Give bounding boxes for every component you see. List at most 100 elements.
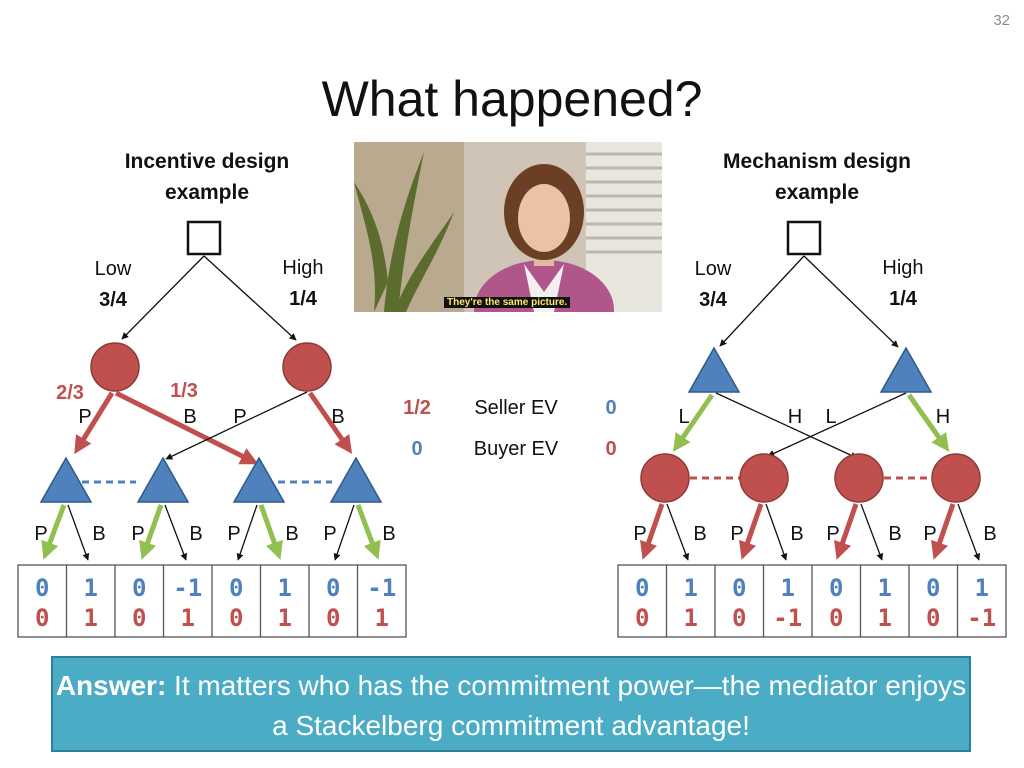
right-seller-node	[739, 453, 789, 503]
left-edge	[333, 504, 355, 561]
meme-photo: They're the same picture.	[354, 142, 662, 312]
answer-box: Answer: It matters who has the commitmen…	[51, 656, 971, 752]
right-mid-label: H	[788, 406, 802, 428]
left-buyer-node	[136, 456, 190, 503]
left-payoff-seller: 0	[35, 574, 49, 602]
right-low-label: Low	[695, 258, 732, 280]
right-buyer-node-high	[879, 346, 933, 393]
right-mid-label: L	[678, 406, 689, 428]
meme-photo-illustration	[354, 142, 662, 312]
right-mid-label: H	[936, 406, 950, 428]
left-payoff-buyer: 1	[375, 604, 389, 632]
right-payoff-buyer: -1	[967, 604, 996, 632]
right-payoff-buyer: 0	[926, 604, 940, 632]
buyer-ev-left: 0	[411, 438, 422, 460]
seller-ev-left: 1/2	[403, 397, 431, 419]
right-payoff-buyer: 1	[684, 604, 698, 632]
left-payoff-buyer: 1	[181, 604, 195, 632]
left-leaf-label: B	[382, 523, 395, 545]
right-payoff-seller: 0	[732, 574, 746, 602]
right-low-prob: 3/4	[699, 289, 728, 311]
right-payoff-buyer: 0	[732, 604, 746, 632]
left-root-node	[186, 220, 222, 256]
right-payoff-seller: 1	[878, 574, 892, 602]
right-leaf-label: B	[888, 523, 901, 545]
right-red-edge	[834, 503, 859, 560]
right-red-edge	[640, 503, 665, 560]
left-mid-label: P	[233, 406, 246, 428]
right-red-edge	[931, 503, 956, 560]
left-mid-label: B	[183, 406, 196, 428]
right-payoff-seller: 0	[829, 574, 843, 602]
left-payoff-seller: 0	[132, 574, 146, 602]
right-edge	[860, 503, 884, 561]
slide-number: 32	[993, 12, 1010, 29]
right-payoff-seller: 1	[781, 574, 795, 602]
right-leaf-label: P	[730, 523, 743, 545]
right-leaf-label: P	[923, 523, 936, 545]
right-seller-node	[834, 453, 884, 503]
buyer-ev-label: Buyer EV	[474, 438, 559, 460]
left-red-edge-p	[74, 391, 115, 455]
left-high-label: High	[282, 257, 323, 279]
right-edge-low-h	[715, 392, 858, 459]
left-leaf-label: B	[92, 523, 105, 545]
left-payoff-seller: 1	[84, 574, 98, 602]
left-leaf-label: P	[34, 523, 47, 545]
left-buyer-node	[39, 456, 93, 503]
right-root-node	[786, 220, 822, 256]
left-leaf-label: P	[323, 523, 336, 545]
left-leaf-label: P	[131, 523, 144, 545]
buyer-ev-right: 0	[605, 438, 616, 460]
left-payoff-buyer: 0	[326, 604, 340, 632]
right-edge	[765, 503, 788, 561]
right-edge-high-l	[767, 392, 907, 457]
left-green-edge	[355, 504, 381, 560]
photo-caption: They're the same picture.	[444, 297, 571, 308]
right-leaf-label: B	[693, 523, 706, 545]
left-edge-high	[203, 255, 297, 341]
left-payoff-buyer: 1	[278, 604, 292, 632]
right-payoff-buyer: -1	[773, 604, 802, 632]
right-seller-node	[931, 453, 981, 503]
left-chance-node-low	[90, 342, 140, 392]
left-leaf-label: B	[189, 523, 202, 545]
left-green-edge	[139, 504, 164, 560]
left-payoff-buyer: 0	[229, 604, 243, 632]
left-payoff-seller: -1	[173, 574, 202, 602]
right-green-edge-high	[906, 393, 950, 452]
seller-ev-label: Seller EV	[474, 397, 558, 419]
right-edge	[957, 503, 981, 561]
right-leaf-label: P	[633, 523, 646, 545]
left-mid-label: P	[78, 406, 91, 428]
left-payoff-buyer: 1	[84, 604, 98, 632]
left-buyer-node	[232, 456, 286, 503]
right-edge	[666, 503, 690, 561]
right-payoff-seller: 0	[926, 574, 940, 602]
left-low-label: Low	[95, 258, 132, 280]
left-mid-label: B	[331, 406, 344, 428]
right-leaf-label: B	[790, 523, 803, 545]
right-seller-node	[640, 453, 690, 503]
left-payoff-seller: -1	[367, 574, 396, 602]
left-payoff-seller: 0	[326, 574, 340, 602]
seller-ev-right: 0	[605, 397, 616, 419]
slide-title: What happened?	[321, 71, 703, 127]
right-payoff-seller: 1	[684, 574, 698, 602]
left-high-prob: 1/4	[289, 288, 318, 310]
right-high-label: High	[882, 257, 923, 279]
right-payoff-buyer: 1	[878, 604, 892, 632]
right-green-edge-low	[672, 393, 715, 452]
left-leaf-label: B	[285, 523, 298, 545]
answer-text: It matters who has the commitment power—…	[166, 670, 967, 741]
right-red-edge	[739, 503, 764, 560]
left-edge-low	[121, 255, 205, 340]
answer-label: Answer:	[55, 670, 167, 701]
right-payoff-seller: 1	[975, 574, 989, 602]
right-buyer-node-low	[687, 346, 741, 393]
right-high-prob: 1/4	[889, 288, 918, 310]
left-payoff-buyer: 0	[132, 604, 146, 632]
right-mid-label: L	[825, 406, 836, 428]
